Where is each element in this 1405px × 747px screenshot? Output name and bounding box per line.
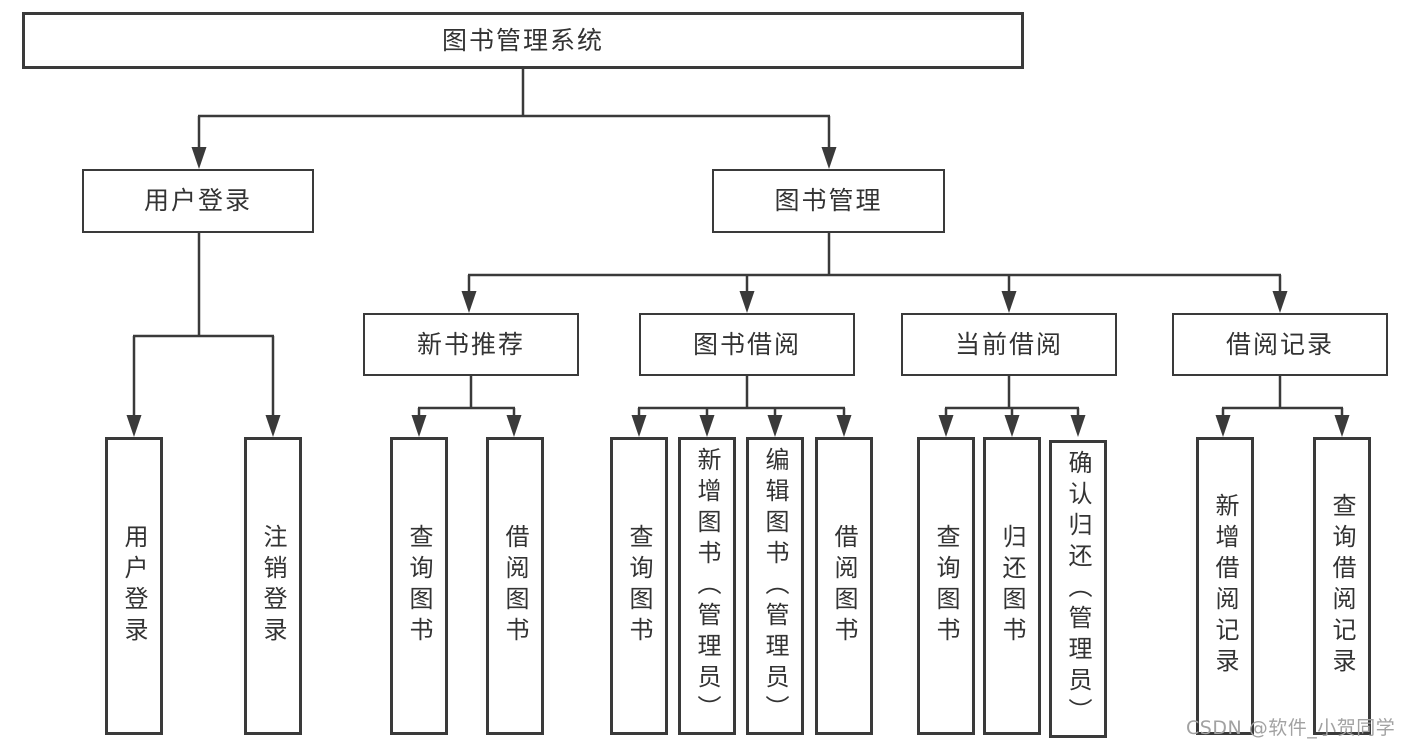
leaf-return-books: 归还图书 bbox=[983, 437, 1041, 735]
node-user-login: 用户登录 bbox=[82, 169, 314, 233]
node-borrowing-records: 借阅记录 bbox=[1172, 313, 1388, 376]
watermark-text: CSDN @软件_小贺同学 bbox=[1186, 717, 1396, 739]
leaf-confirm-return-admin: 确认归还（管理员） bbox=[1049, 440, 1107, 738]
leaf-query-books-borrowing: 查询图书 bbox=[610, 437, 668, 735]
leaf-query-borrow-record: 查询借阅记录 bbox=[1313, 437, 1371, 735]
leaf-borrow-books: 借阅图书 bbox=[815, 437, 873, 735]
leaf-logout: 注销登录 bbox=[244, 437, 302, 735]
node-book-borrowing: 图书借阅 bbox=[639, 313, 855, 376]
node-book-management: 图书管理 bbox=[712, 169, 945, 233]
node-new-book-recommend: 新书推荐 bbox=[363, 313, 579, 376]
leaf-edit-book-admin: 编辑图书（管理员） bbox=[746, 437, 804, 735]
arrowheads bbox=[126, 147, 1350, 437]
leaf-borrow-books-recommend: 借阅图书 bbox=[486, 437, 544, 735]
node-library-system: 图书管理系统 bbox=[22, 12, 1024, 69]
leaf-query-books-recommend: 查询图书 bbox=[390, 437, 448, 735]
leaf-add-borrow-record: 新增借阅记录 bbox=[1196, 437, 1254, 735]
leaf-query-books-current: 查询图书 bbox=[917, 437, 975, 735]
node-current-borrowing: 当前借阅 bbox=[901, 313, 1117, 376]
leaf-user-login: 用户登录 bbox=[105, 437, 163, 735]
leaf-add-book-admin: 新增图书（管理员） bbox=[678, 437, 736, 735]
